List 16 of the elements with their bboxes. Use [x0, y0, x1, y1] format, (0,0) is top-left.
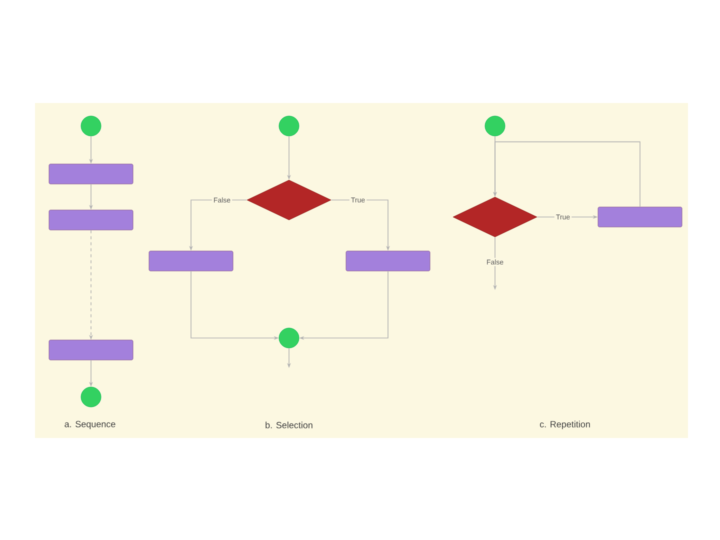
start-end-circle	[484, 116, 506, 136]
process-box	[598, 206, 682, 228]
decision-diamond	[452, 196, 538, 238]
process-box	[48, 210, 134, 230]
panel-caption: b. Selection	[266, 422, 312, 428]
panel-caption: a. Sequence	[64, 420, 116, 430]
panel-caption: c. Repetition	[540, 420, 590, 430]
start-end-circle	[80, 116, 102, 136]
start-end-circle	[278, 116, 300, 136]
process-box	[48, 340, 134, 360]
decision-diamond	[246, 180, 332, 220]
start-end-circle	[80, 386, 102, 408]
start-end-circle	[278, 328, 300, 348]
process-box	[48, 164, 134, 184]
process-box	[148, 250, 234, 272]
process-box	[346, 250, 430, 272]
